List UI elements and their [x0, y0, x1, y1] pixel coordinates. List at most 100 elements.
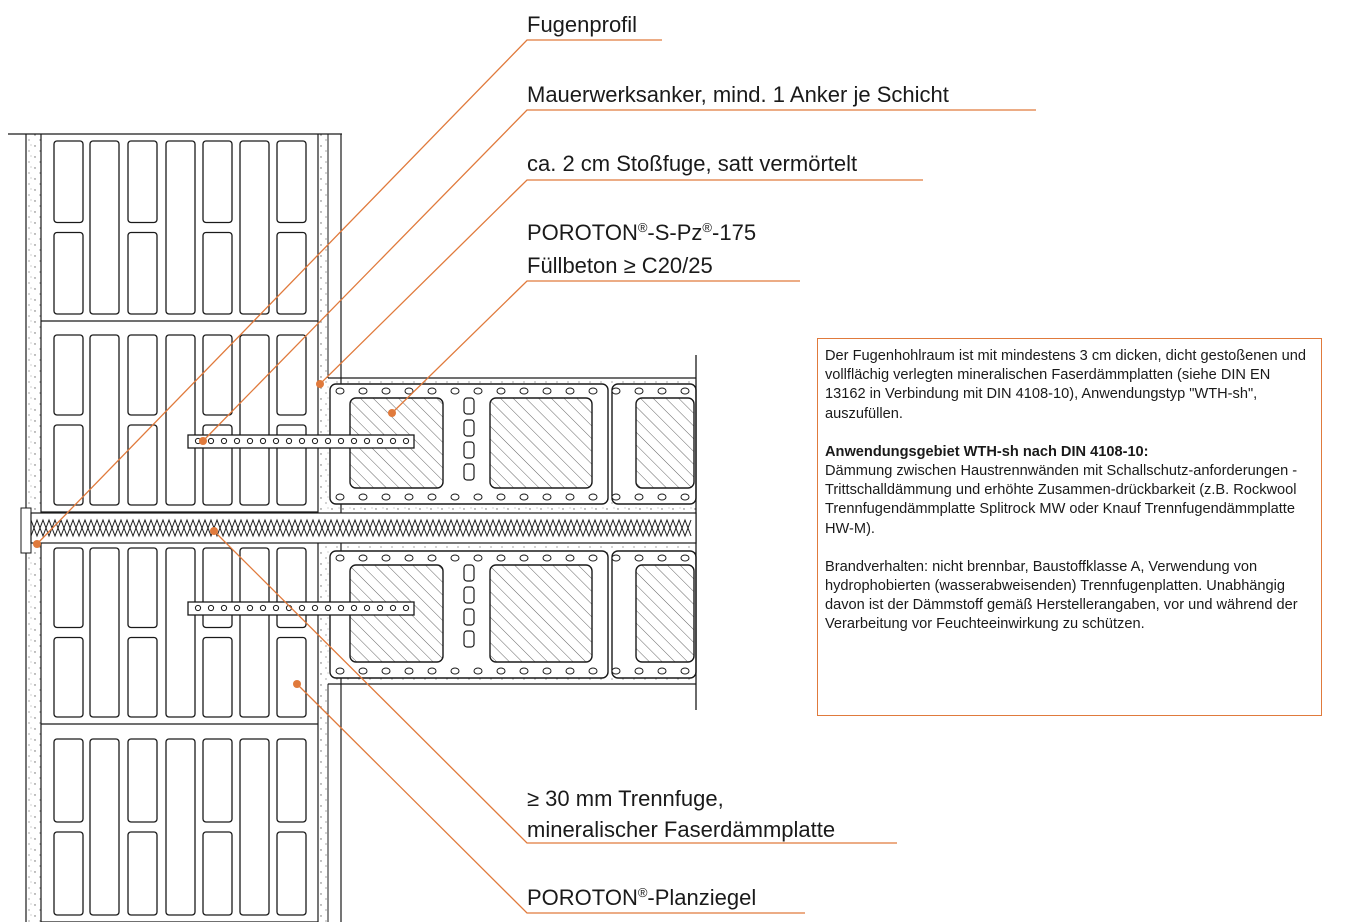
perimeter-hole: [634, 493, 644, 501]
web-hole: [463, 397, 475, 415]
leader-stossfuge-dot: [316, 380, 324, 388]
brick-cell: [202, 334, 233, 416]
web-hole: [463, 463, 475, 481]
leader-trennfuge-dot: [210, 527, 218, 535]
brick-cell: [127, 231, 158, 315]
perimeter-hole: [657, 493, 667, 501]
anchor-hole: [350, 437, 358, 445]
perimeter-hole: [358, 554, 368, 562]
anchor-hole: [259, 604, 267, 612]
brick-cell: [89, 140, 120, 315]
anchor-hole: [272, 437, 280, 445]
brick-cell: [127, 636, 158, 718]
anchor-hole: [363, 604, 371, 612]
perimeter-hole: [611, 667, 621, 675]
perimeter-hole: [611, 493, 621, 501]
brick-cell: [276, 636, 307, 718]
vertical-wall-planziegel: [41, 140, 318, 922]
perimeter-hole: [496, 667, 506, 675]
perimeter-hole: [473, 667, 483, 675]
anchor-hole: [337, 437, 345, 445]
brick-cell: [202, 636, 233, 718]
brick-cell: [276, 334, 307, 416]
brick-cell: [53, 831, 84, 916]
brick-cell: [239, 738, 270, 916]
brick-cell: [53, 738, 84, 823]
anchor-hole: [298, 437, 306, 445]
brick-cell: [165, 334, 196, 506]
anchor-hole: [220, 437, 228, 445]
perimeter-hole: [450, 667, 460, 675]
brick-cell: [127, 334, 158, 416]
brick-cell: [276, 831, 307, 916]
anchor-hole: [376, 604, 384, 612]
perimeter-hole: [565, 387, 575, 395]
anchor-hole: [337, 604, 345, 612]
label-mauerwerksanker: Mauerwerksanker, mind. 1 Anker je Schich…: [527, 82, 949, 107]
note-paragraph-3: Brandverhalten: nicht brennbar, Baustoff…: [825, 558, 1298, 633]
perimeter-hole: [450, 493, 460, 501]
anchor-hole: [246, 437, 254, 445]
anchor-hole: [207, 604, 215, 612]
brick-cell: [127, 738, 158, 823]
perimeter-hole: [519, 493, 529, 501]
separation-joint-insulation: [30, 512, 697, 544]
label-planziegel: POROTON®-Planziegel: [527, 885, 757, 910]
perimeter-hole: [450, 387, 460, 395]
concrete-core: [635, 564, 695, 663]
anchor-hole: [311, 604, 319, 612]
perimeter-hole: [496, 493, 506, 501]
perimeter-hole: [657, 667, 667, 675]
brick-cell: [53, 547, 84, 629]
anchor-hole: [259, 437, 267, 445]
perimeter-hole: [680, 554, 690, 562]
perimeter-hole: [634, 387, 644, 395]
anchor-hole: [350, 604, 358, 612]
perimeter-hole: [335, 387, 345, 395]
label-fuellbeton: Füllbeton ≥ C20/25: [527, 253, 713, 278]
perimeter-hole: [680, 387, 690, 395]
info-note-box: Der Fugenhohlraum ist mit mindestens 3 c…: [817, 338, 1322, 716]
anchor-hole: [389, 437, 397, 445]
brick-cell: [239, 140, 270, 315]
perimeter-hole: [611, 387, 621, 395]
perimeter-hole: [680, 493, 690, 501]
anchor-hole: [207, 437, 215, 445]
brick-cell: [53, 424, 84, 506]
brick-cell: [53, 140, 84, 224]
label-trennfuge-line1: ≥ 30 mm Trennfuge,: [527, 786, 724, 811]
anchor-hole: [324, 604, 332, 612]
anchor-hole: [402, 604, 410, 612]
web-hole: [463, 419, 475, 437]
perimeter-hole: [680, 667, 690, 675]
perimeter-hole: [588, 387, 598, 395]
brick-cell: [276, 738, 307, 823]
perimeter-hole: [427, 493, 437, 501]
anchor-hole: [298, 604, 306, 612]
perimeter-hole: [427, 387, 437, 395]
leader-fuellbeton-dot: [388, 409, 396, 417]
anchor-hole: [389, 604, 397, 612]
web-hole: [463, 630, 475, 648]
brick-cell: [165, 547, 196, 718]
perimeter-hole: [588, 667, 598, 675]
anchor-hole: [272, 604, 280, 612]
insulation-zigzag: [30, 518, 692, 538]
perimeter-hole: [565, 554, 575, 562]
brick-cell: [127, 547, 158, 629]
perimeter-hole: [611, 554, 621, 562]
brick-cell: [89, 738, 120, 916]
leader-anker: [202, 109, 1036, 442]
leader-planziegel-dot: [293, 680, 301, 688]
note-paragraph-1: Der Fugenhohlraum ist mit mindestens 3 c…: [825, 348, 1307, 422]
anchor-hole: [402, 437, 410, 445]
label-fugenprofil: Fugenprofil: [527, 12, 638, 37]
anchor-hole: [324, 437, 332, 445]
perimeter-hole: [519, 667, 529, 675]
leader-trennfuge: [213, 530, 897, 844]
perimeter-hole: [381, 667, 391, 675]
brick-cell: [89, 334, 120, 506]
brick-cell: [165, 140, 196, 315]
note-heading: Anwendungsgebiet WTH-sh nach DIN 4108-10…: [825, 443, 1149, 460]
perimeter-hole: [473, 387, 483, 395]
